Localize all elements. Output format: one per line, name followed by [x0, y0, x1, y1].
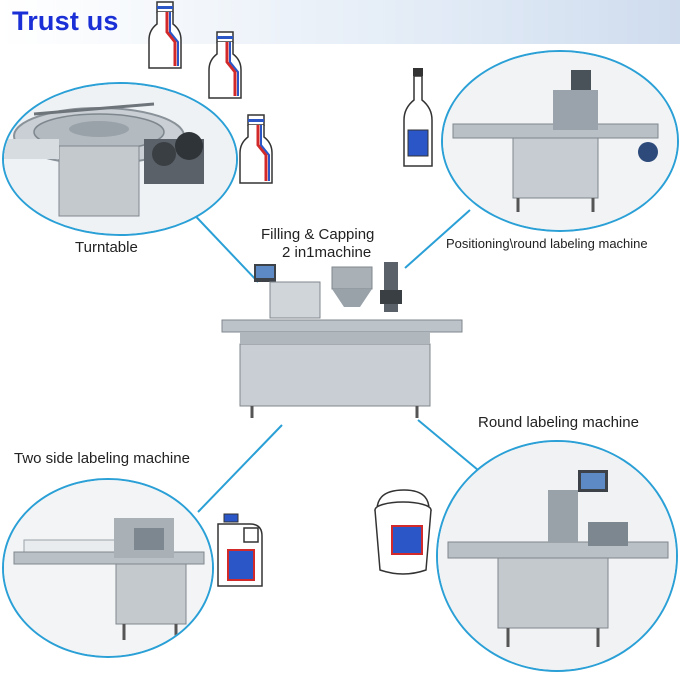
filling-capping-machine-image: [221, 262, 463, 418]
bottle-icon-3: [239, 114, 273, 184]
page-title: Trust us: [12, 6, 119, 36]
two-side-labeling-image: [2, 478, 214, 658]
wine-bottle-icon: [403, 68, 433, 167]
bucket-icon: [374, 489, 432, 575]
header-band: [0, 0, 680, 44]
two-side-label: Two side labeling machine: [14, 450, 190, 467]
filling-capping-label-line2: 2 in1machine: [282, 244, 372, 261]
positioning-labeling-image: [441, 50, 679, 232]
connector-two-side: [197, 424, 283, 513]
turntable-label: Turntable: [75, 239, 138, 256]
positioning-label: Positioning\round labeling machine: [446, 236, 648, 251]
turntable-image: [2, 82, 238, 236]
filling-capping-label-line1: Filling & Capping: [261, 226, 375, 243]
bottle-icon-1: [148, 1, 182, 69]
jerry-can-icon: [217, 513, 263, 587]
round-labeling-image: [436, 440, 678, 672]
round-labeling-label: Round labeling machine: [478, 414, 639, 431]
